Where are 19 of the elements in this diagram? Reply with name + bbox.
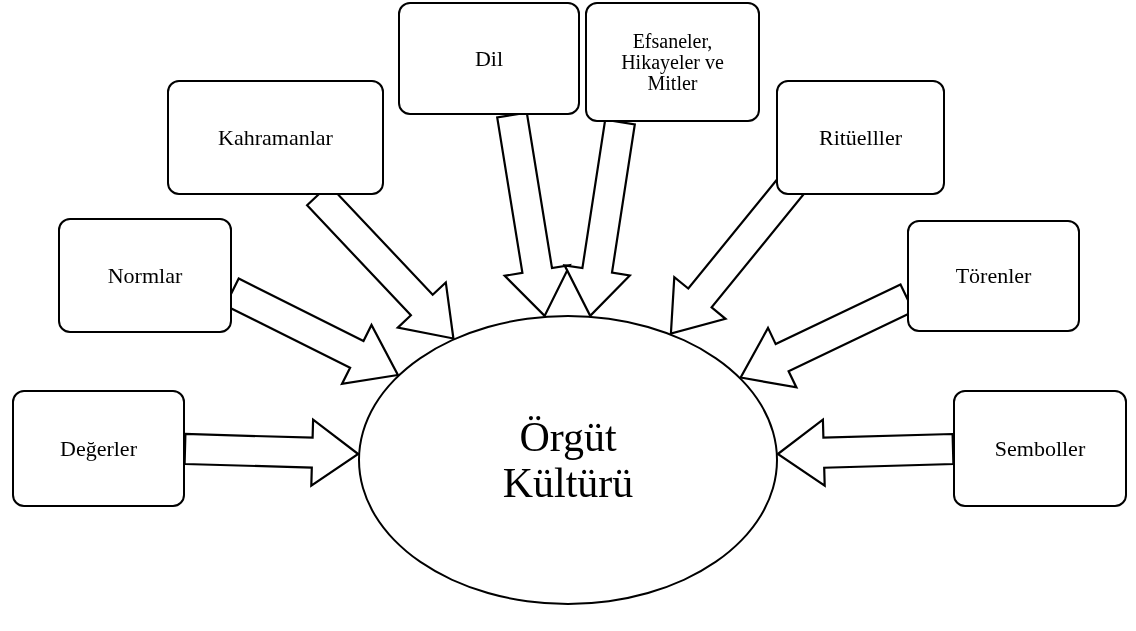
node-label: Efsaneler, Hikayeler ve Mitler [620, 30, 725, 94]
rounded-box [12, 390, 185, 507]
node-label: Normlar [107, 263, 183, 288]
node-label: Semboller [994, 436, 1086, 461]
node-label: Örgüt Kültürü [501, 413, 635, 507]
node-label: Dil [474, 46, 504, 71]
rounded-box [776, 80, 945, 195]
rounded-box [167, 80, 384, 195]
node-label: Kahramanlar [218, 125, 333, 150]
block-arrow [183, 417, 361, 488]
block-arrow [775, 417, 955, 488]
rounded-box [953, 390, 1127, 507]
rounded-box [398, 2, 580, 115]
node-label: Değerler [60, 436, 137, 461]
rounded-box [58, 218, 232, 333]
node-label: Törenler [955, 264, 1032, 288]
rounded-box [907, 220, 1080, 332]
rounded-box [585, 2, 760, 122]
node-label: Ritüelller [818, 125, 903, 150]
